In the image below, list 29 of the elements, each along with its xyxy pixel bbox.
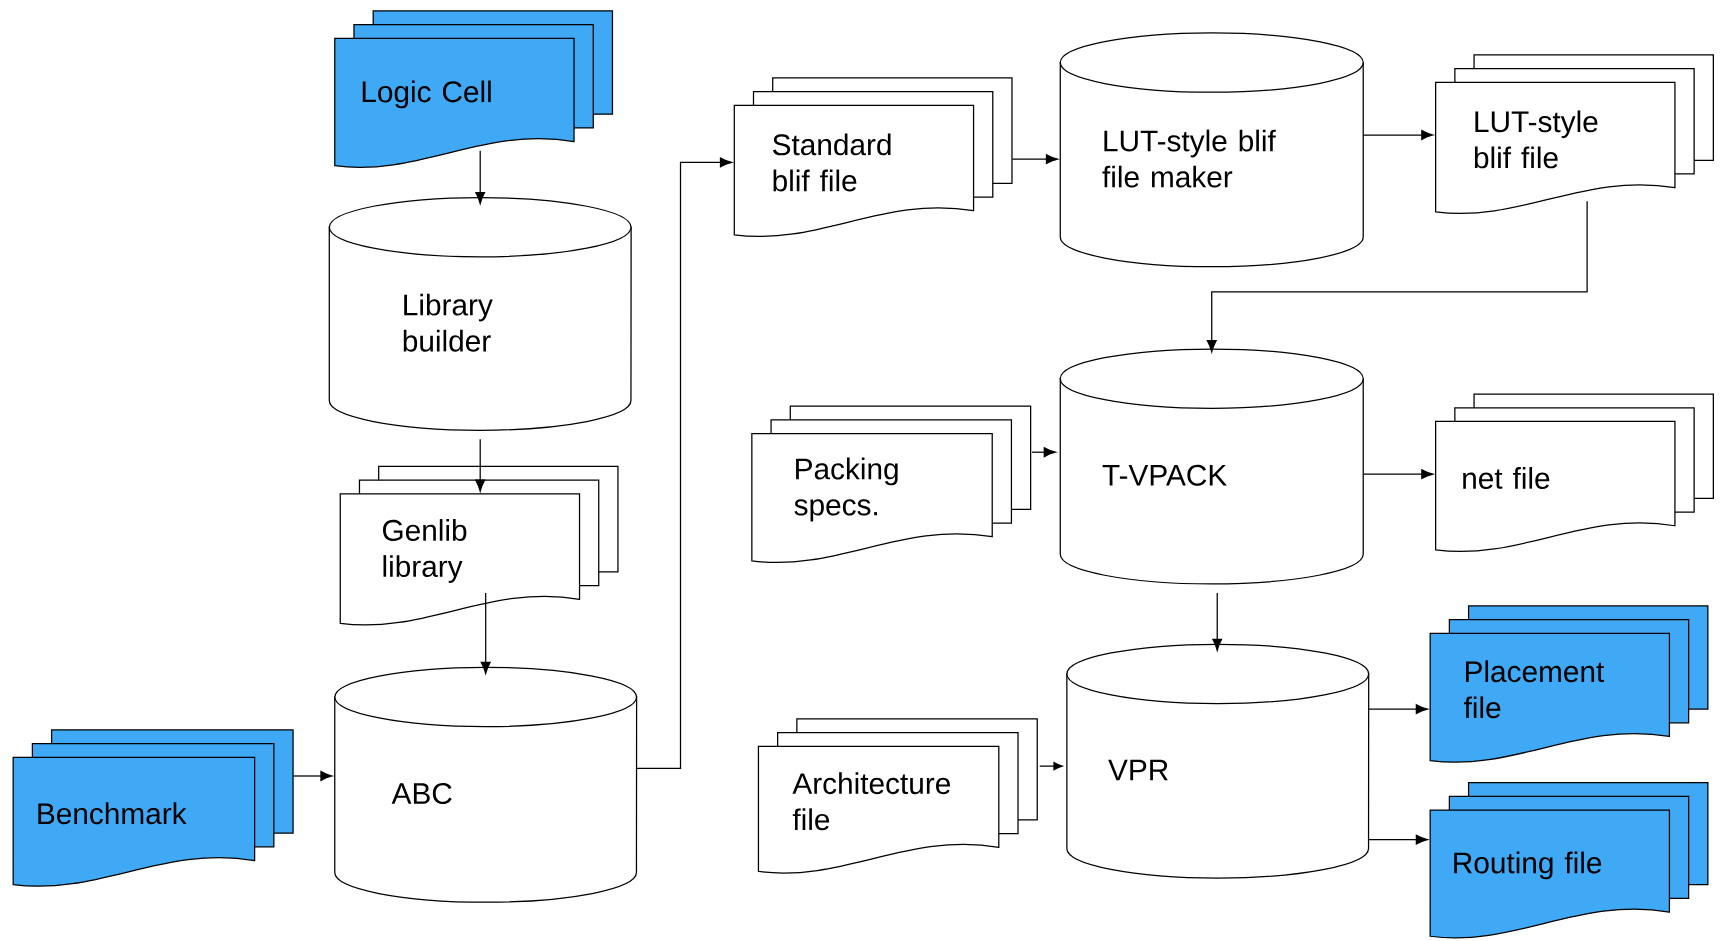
arrow [1039,762,1063,771]
arrow [636,157,733,770]
document-stack: Routing file [1429,782,1709,939]
process-cylinder: ABC [334,666,638,904]
process-cylinder: Library builder [328,197,632,432]
arrow [1031,447,1056,458]
arrow [1011,154,1059,165]
document-stack: LUT-style blif file [1435,54,1714,215]
arrow [1368,834,1428,845]
process-cylinder: LUT-style blif file maker [1059,32,1364,268]
arrow [475,150,486,205]
arrow [1206,200,1588,353]
document-stack: Benchmark [12,729,294,887]
arrow [475,438,486,492]
document-stack: net file [1435,393,1714,553]
document-stack: Architecture file [757,718,1038,874]
arrow [1368,704,1428,715]
process-cylinder: VPR [1066,643,1370,879]
document-stack: Genlib library [339,466,619,626]
arrow [480,592,491,675]
arrow [1362,469,1434,480]
document-stack: Standard blif file [733,77,1013,238]
arrow [1212,592,1223,652]
document-stack: Packing specs. [751,405,1032,564]
document-stack: Logic Cell [334,10,614,169]
arrow [1362,130,1434,141]
process-cylinder: T-VPACK [1059,348,1364,585]
document-stack: Placement file [1429,605,1709,763]
arrow [292,771,333,782]
